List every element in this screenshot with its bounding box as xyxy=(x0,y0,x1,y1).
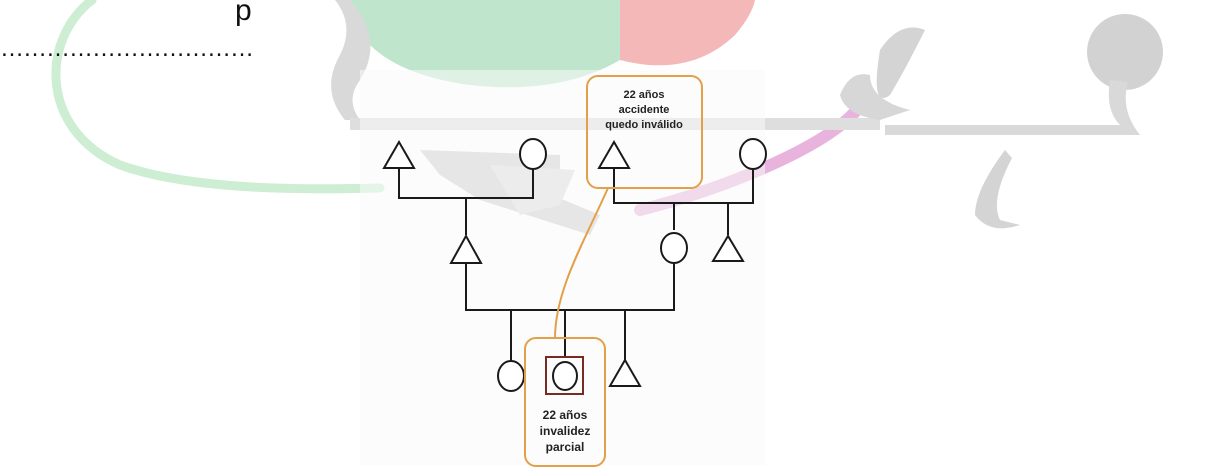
dotted-answer-line: …………………………… xyxy=(0,35,253,62)
parents-couple-line xyxy=(465,262,675,311)
maternal-grandmother-female-symbol xyxy=(739,138,767,170)
watermark-gray-shape-left xyxy=(331,0,371,120)
children-sibship-line xyxy=(510,310,626,362)
header-text-fragment: p xyxy=(235,0,252,27)
grandfather-event-label: accidente xyxy=(619,104,670,116)
proband-age-label: 22 años xyxy=(543,408,588,422)
pedigree-panel xyxy=(360,70,765,465)
maternal-couple-line xyxy=(613,167,754,204)
grandfather-outcome-label: quedo inválido xyxy=(605,119,683,131)
callouts xyxy=(524,75,703,467)
watermark-green-arc xyxy=(345,0,620,88)
proband-callout-box xyxy=(524,337,606,467)
watermark-gray-ball xyxy=(1087,14,1163,90)
pedigree-lines xyxy=(398,167,754,362)
watermark-gray-stem xyxy=(885,80,1140,135)
watermark-gray-hook xyxy=(975,150,1020,229)
pedigree-symbols xyxy=(382,138,767,392)
father-male-symbol xyxy=(449,233,483,264)
maternal-uncle-male-symbol xyxy=(711,234,745,262)
proband-female-symbol xyxy=(552,361,578,391)
grandfather-callout-box xyxy=(586,75,703,189)
proband-callout-text: 22 años invalidez parcial xyxy=(540,408,591,454)
proband-marker-square xyxy=(545,356,584,395)
grandfather-age-label: 22 años xyxy=(624,89,665,101)
paternal-grandmother-female-symbol xyxy=(519,138,547,170)
watermark-red-arc xyxy=(620,0,755,66)
watermark-gray-shape-right2 xyxy=(840,74,910,120)
watermark-gray-shape-right1 xyxy=(876,27,925,98)
proband-condition-label: invalidez xyxy=(540,424,591,438)
watermark-green-swoosh xyxy=(51,0,385,194)
brother-male-symbol xyxy=(608,357,642,387)
callout-connector-line xyxy=(554,187,609,339)
maternal-grandfather-male-symbol xyxy=(597,139,631,169)
paternal-grandfather-male-symbol xyxy=(382,139,416,169)
sister-female-symbol xyxy=(497,360,525,392)
proband-severity-label: parcial xyxy=(546,440,585,454)
grandfather-callout-text: 22 años accidente quedo inválido xyxy=(605,89,683,131)
mother-female-symbol xyxy=(660,232,688,264)
